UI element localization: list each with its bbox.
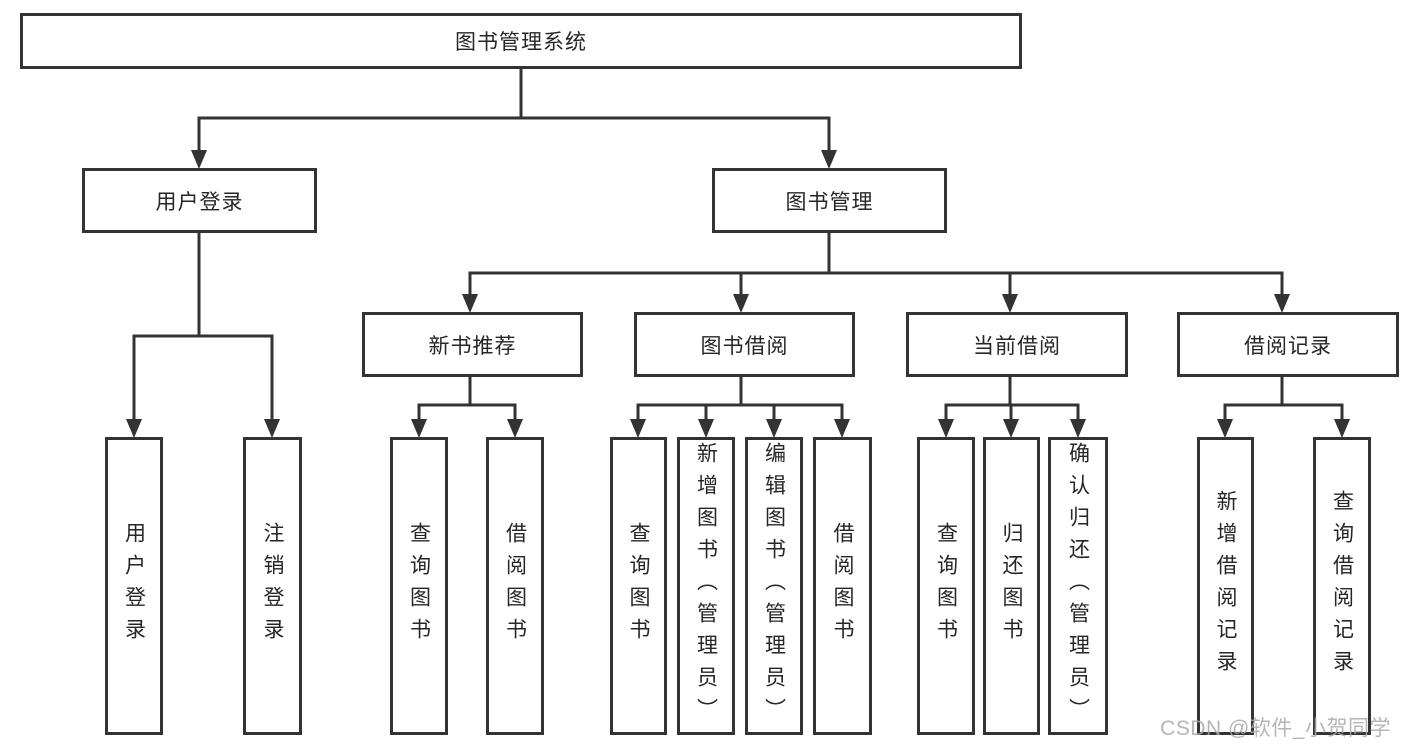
arrowhead-icon — [1002, 294, 1018, 313]
arrowhead-icon — [766, 419, 782, 438]
arrowhead-icon — [821, 150, 837, 169]
arrowhead-icon — [630, 419, 646, 438]
connector-path — [132, 68, 1344, 420]
leaf-borrow-books-borrowing: 借阅图书 — [813, 437, 872, 735]
arrowhead-icon — [1003, 419, 1019, 438]
leaf-query-books-borrowing: 查询图书 — [610, 437, 667, 735]
leaf-return-book: 归还图书 — [983, 437, 1040, 735]
leaf-user-login: 用户登录 — [105, 437, 163, 735]
csdn-watermark: CSDN @软件_小贺同学 — [1160, 717, 1391, 740]
arrowhead-icon — [834, 419, 850, 438]
node-new-book-recommendation: 新书推荐 — [362, 312, 583, 377]
leaf-edit-book-admin: 编辑图书（管理员） — [745, 437, 803, 735]
arrowhead-icon — [1070, 419, 1086, 438]
leaf-borrow-books-recommend: 借阅图书 — [486, 437, 544, 735]
node-book-management: 图书管理 — [712, 168, 947, 233]
leaf-logout: 注销登录 — [243, 437, 302, 735]
arrowheads — [126, 150, 1350, 438]
arrowhead-icon — [938, 419, 954, 438]
arrowhead-icon — [191, 150, 207, 169]
node-user-login: 用户登录 — [82, 168, 317, 233]
leaf-query-books-recommend: 查询图书 — [390, 437, 448, 735]
arrowhead-icon — [733, 294, 749, 313]
arrowhead-icon — [698, 419, 714, 438]
leaf-confirm-return-admin: 确认归还（管理员） — [1048, 437, 1108, 735]
arrowhead-icon — [1334, 419, 1350, 438]
arrowhead-icon — [264, 419, 280, 438]
leaf-query-books-current: 查询图书 — [917, 437, 975, 735]
leaf-add-book-admin: 新增图书（管理员） — [677, 437, 735, 735]
node-library-management-system: 图书管理系统 — [20, 13, 1022, 69]
node-book-borrowing: 图书借阅 — [634, 312, 855, 377]
node-borrowing-records: 借阅记录 — [1177, 312, 1399, 377]
leaf-add-borrow-record: 新增借阅记录 — [1197, 437, 1254, 735]
arrowhead-icon — [126, 419, 142, 438]
arrowhead-icon — [411, 419, 427, 438]
node-current-borrowing: 当前借阅 — [906, 312, 1128, 377]
arrowhead-icon — [1217, 419, 1233, 438]
arrowhead-icon — [462, 294, 478, 313]
leaf-query-borrow-record: 查询借阅记录 — [1313, 437, 1371, 735]
arrowhead-icon — [1274, 294, 1290, 313]
arrowhead-icon — [507, 419, 523, 438]
